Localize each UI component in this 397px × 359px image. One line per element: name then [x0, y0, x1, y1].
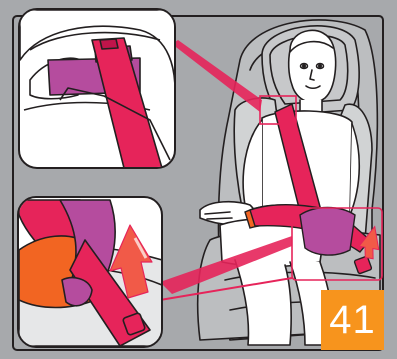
belt-guide-closeup-icon — [19, 9, 175, 168]
lap-belt-guide-closeup-icon — [18, 197, 162, 347]
page-number-badge: 41 — [321, 290, 384, 350]
lap-belt-guide — [300, 208, 355, 256]
